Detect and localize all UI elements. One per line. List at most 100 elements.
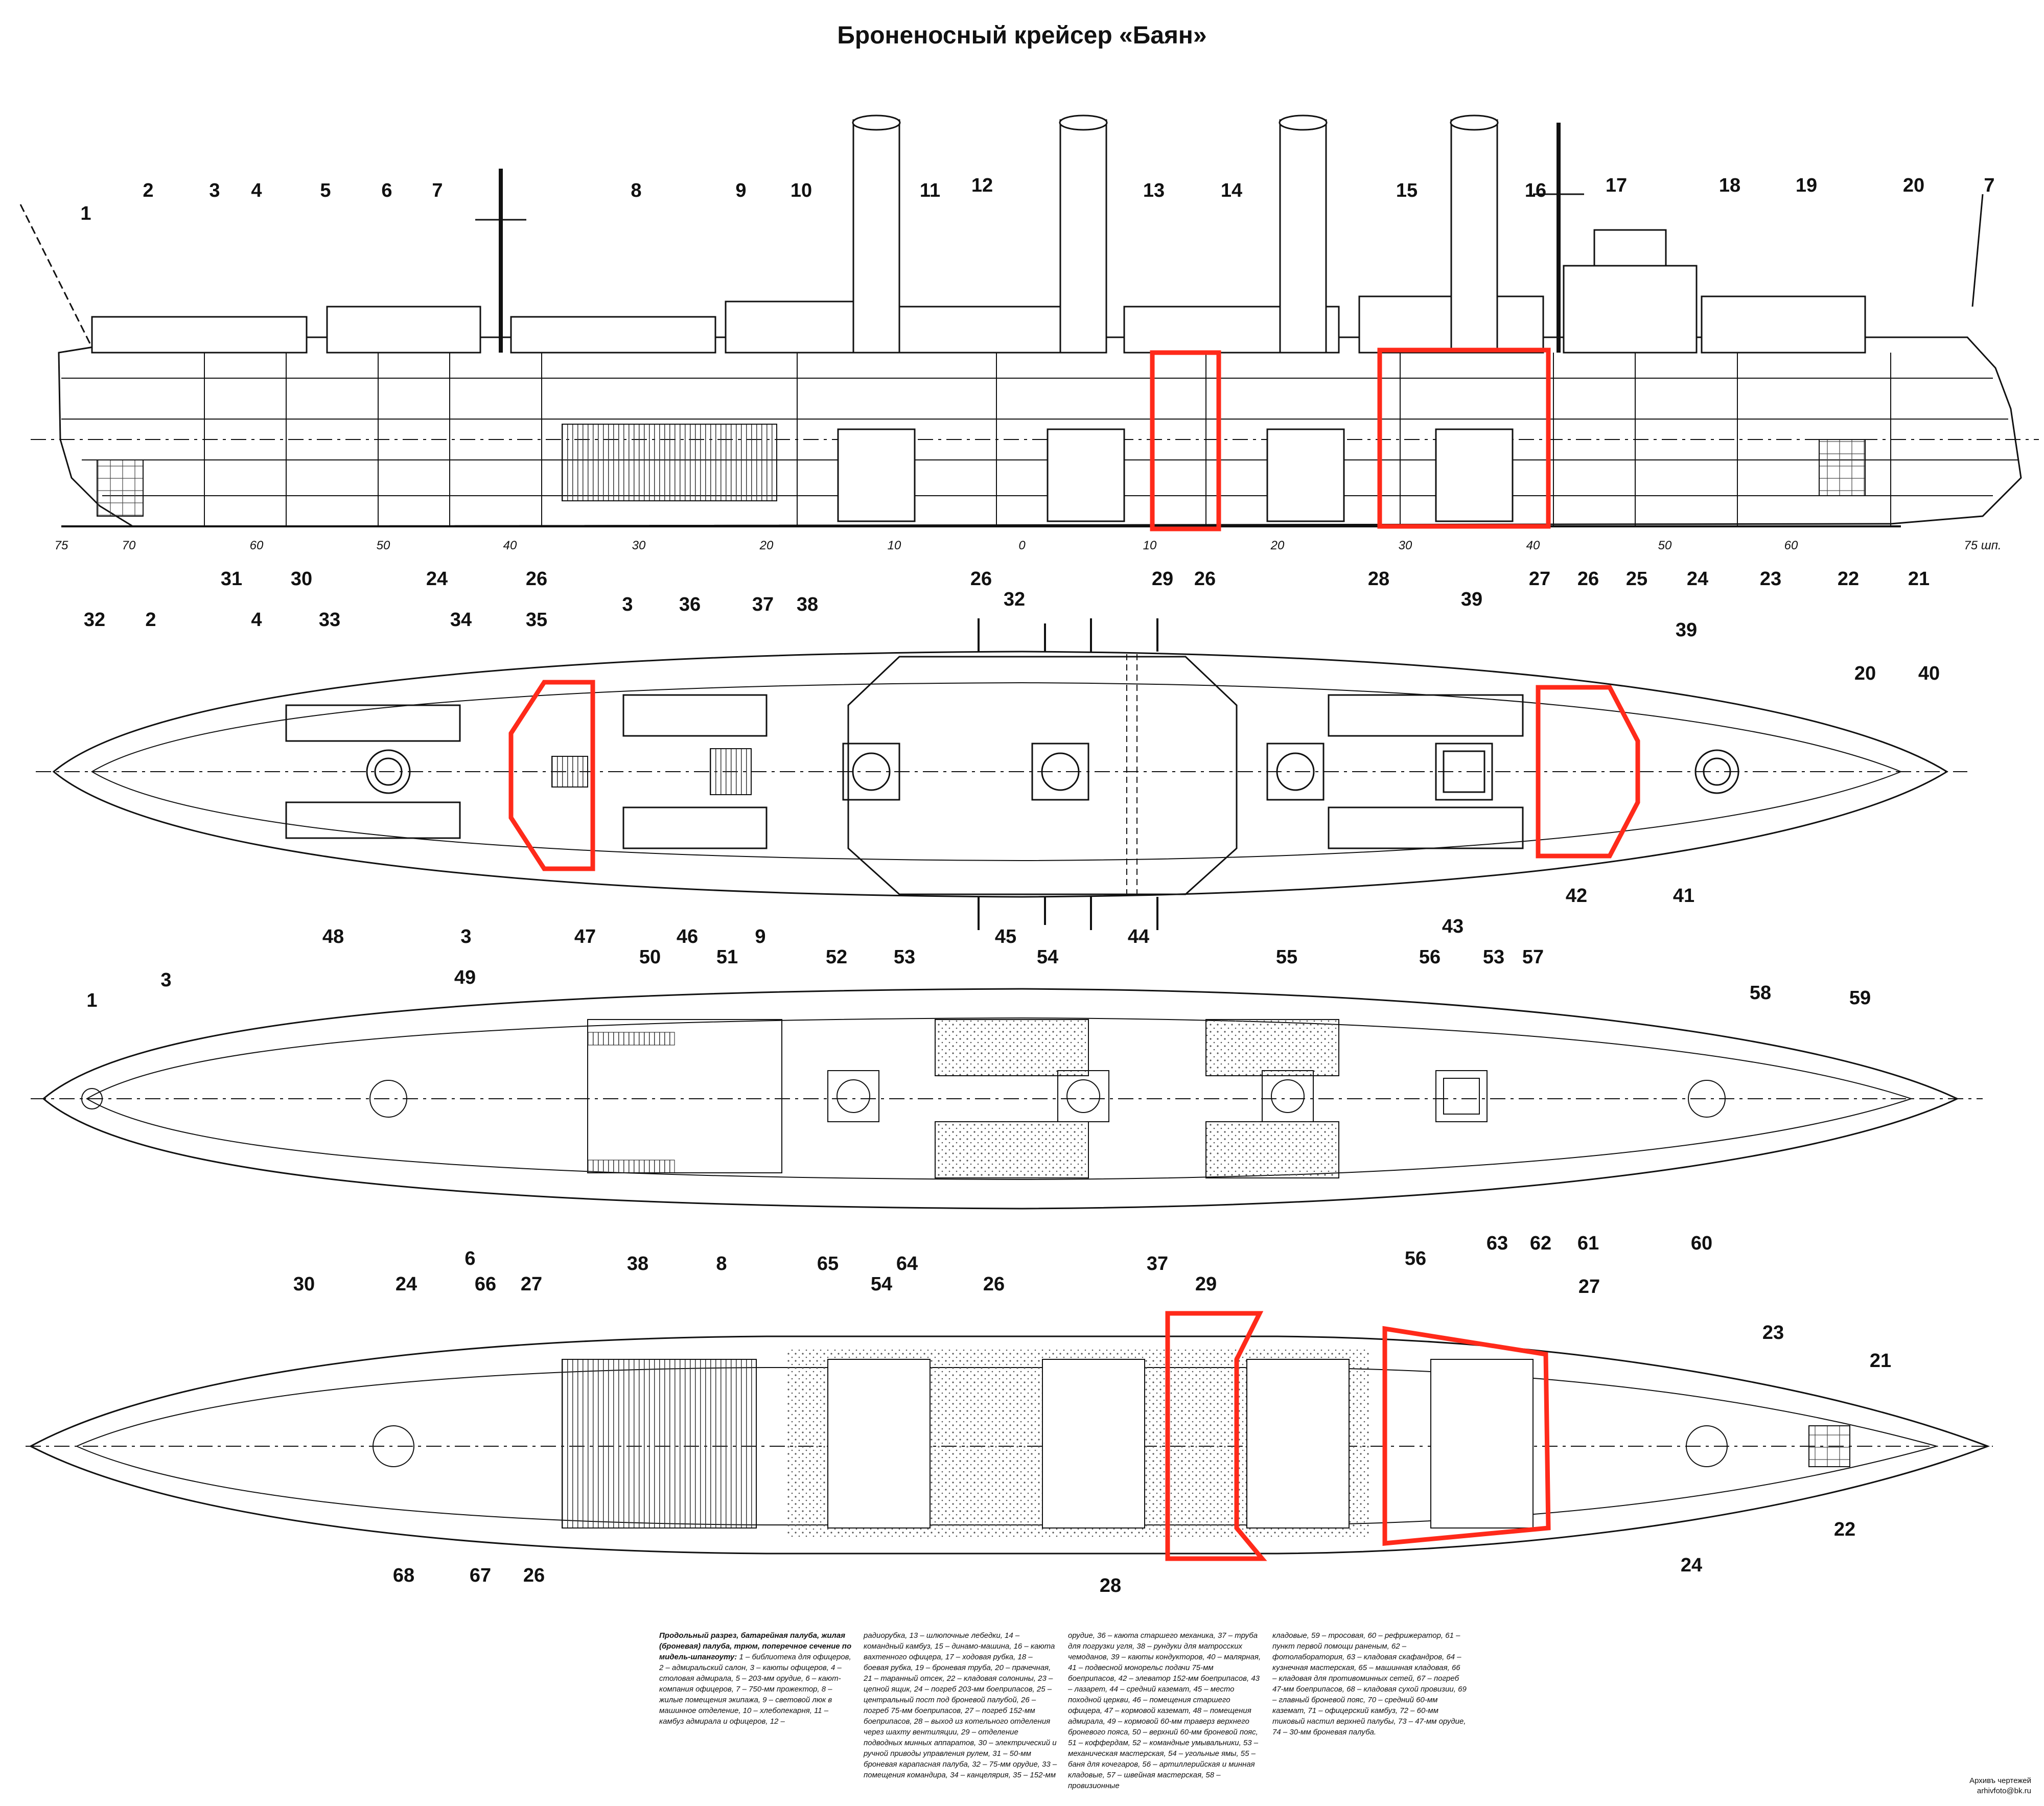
callout: 6 xyxy=(381,180,392,201)
callout: 54 xyxy=(1037,946,1058,968)
callout: 44 xyxy=(1128,926,1149,947)
frame-tick: 70 xyxy=(122,539,136,552)
callout: 57 xyxy=(1522,946,1544,968)
battery-deck-plan xyxy=(36,618,1967,930)
callout: 24 xyxy=(1681,1555,1702,1576)
frame-tick: 0 xyxy=(1018,539,1026,552)
callout: 37 xyxy=(752,594,774,615)
callout: 42 xyxy=(1566,885,1587,907)
frame-tick-end: 75 шп. xyxy=(1964,539,2001,552)
callout: 25 xyxy=(1626,568,1647,590)
callout: 67 xyxy=(470,1565,491,1586)
credit-email: arhivfoto@bk.ru xyxy=(1977,1787,2031,1795)
callout: 13 xyxy=(1143,180,1165,201)
hold-callouts: 30 24 66 27 54 26 29 27 23 21 68 67 26 2… xyxy=(293,1274,1891,1596)
hold-plan xyxy=(26,1335,1993,1555)
callout: 15 xyxy=(1396,180,1418,201)
battery-deck-highlights xyxy=(508,680,1640,871)
armoured-deck-plan xyxy=(31,988,1983,1210)
frame-tick: 50 xyxy=(377,539,390,552)
callout: 37 xyxy=(1147,1253,1168,1275)
callout: 32 xyxy=(84,609,105,631)
callout: 3 xyxy=(160,969,171,991)
frame-tick: 10 xyxy=(888,539,901,552)
callout: 41 xyxy=(1673,885,1694,907)
callout: 35 xyxy=(526,609,547,631)
callout: 32 xyxy=(1004,589,1025,610)
callout: 23 xyxy=(1760,568,1781,590)
frame-tick: 75 xyxy=(55,539,68,552)
callout: 34 xyxy=(450,609,472,631)
callout: 40 xyxy=(1918,663,1940,684)
archive-credit: Архивъ чертежей arhivfoto@bk.ru xyxy=(1909,1776,2031,1796)
frame-tick: 60 xyxy=(1784,539,1798,552)
callout: 28 xyxy=(1100,1575,1121,1596)
callout: 20 xyxy=(1903,175,1924,196)
callout: 38 xyxy=(627,1253,648,1275)
callout: 4 xyxy=(251,180,262,201)
callout: 29 xyxy=(1195,1274,1217,1295)
callout: 20 xyxy=(1854,663,1876,684)
ship-drawing: 75 70 60 50 40 30 20 10 0 10 20 30 40 50… xyxy=(19,114,2039,1596)
armoured-deck-callouts: 1 3 49 50 51 52 53 54 55 56 53 57 58 59 … xyxy=(86,946,1871,1275)
callout: 26 xyxy=(1577,568,1599,590)
callout: 27 xyxy=(1578,1276,1600,1298)
frame-tick: 30 xyxy=(1399,539,1412,552)
callout: 60 xyxy=(1691,1233,1712,1254)
callout: 10 xyxy=(791,180,812,201)
callout: 46 xyxy=(677,926,698,947)
callout: 56 xyxy=(1405,1248,1426,1269)
callout: 16 xyxy=(1525,180,1546,201)
profile-callouts: 1 2 3 4 5 6 7 8 9 10 11 12 13 14 15 16 1… xyxy=(80,175,1994,590)
callout: 26 xyxy=(983,1274,1005,1295)
callout: 31 xyxy=(221,568,242,590)
callout: 38 xyxy=(797,594,818,615)
legend-heading: Продольный разрез, батарейная палуба, жи… xyxy=(659,1631,852,1661)
callout: 7 xyxy=(432,180,443,201)
callout: 1 xyxy=(86,990,97,1011)
callout: 26 xyxy=(523,1565,545,1586)
callout: 68 xyxy=(393,1565,414,1586)
callout: 59 xyxy=(1849,987,1871,1009)
callout: 24 xyxy=(426,568,448,590)
callout: 55 xyxy=(1276,946,1297,968)
legend-column-4: кладовые, 59 – тросовая, 60 – рефрижерат… xyxy=(1272,1631,1467,1736)
callout: 48 xyxy=(322,926,344,947)
callout: 3 xyxy=(460,926,471,947)
callout: 39 xyxy=(1461,589,1482,610)
frame-tick: 40 xyxy=(1526,539,1540,552)
battery-deck-callouts: 32 2 4 33 34 35 3 36 37 38 32 39 39 20 4… xyxy=(84,589,1940,947)
frame-tick: 50 xyxy=(1658,539,1672,552)
callout: 61 xyxy=(1577,1233,1599,1254)
callout: 30 xyxy=(293,1274,315,1295)
callout: 12 xyxy=(971,175,993,196)
longitudinal-profile xyxy=(19,114,2039,527)
callout: 3 xyxy=(209,180,220,201)
callout: 9 xyxy=(735,180,746,201)
legend-text: 1 – библиотека для офицеров, 2 – адмирал… xyxy=(659,1653,851,1726)
callout: 27 xyxy=(521,1274,542,1295)
frame-tick: 40 xyxy=(503,539,517,552)
callout: 65 xyxy=(817,1253,839,1275)
callout: 23 xyxy=(1762,1322,1784,1344)
callout: 4 xyxy=(251,609,262,631)
callout: 9 xyxy=(755,926,765,947)
legend-column-2: радиорубка, 13 – шлюпочные лебедки, 14 –… xyxy=(864,1631,1057,1779)
callout: 24 xyxy=(396,1274,417,1295)
callout: 63 xyxy=(1486,1233,1508,1254)
callout: 2 xyxy=(143,180,153,201)
callout: 62 xyxy=(1530,1233,1551,1254)
callout: 53 xyxy=(894,946,915,968)
callout: 22 xyxy=(1838,568,1859,590)
callout: 6 xyxy=(464,1248,475,1269)
callout: 64 xyxy=(896,1253,918,1275)
callout: 43 xyxy=(1442,916,1464,937)
page-title: Броненосный крейсер «Баян» xyxy=(837,22,1207,49)
callout: 29 xyxy=(1152,568,1173,590)
callout: 36 xyxy=(679,594,701,615)
callout: 21 xyxy=(1870,1350,1891,1372)
frame-scale: 75 70 60 50 40 30 20 10 0 10 20 30 40 50… xyxy=(55,539,2002,552)
callout: 1 xyxy=(80,203,91,224)
callout: 33 xyxy=(319,609,340,631)
callout: 52 xyxy=(826,946,847,968)
